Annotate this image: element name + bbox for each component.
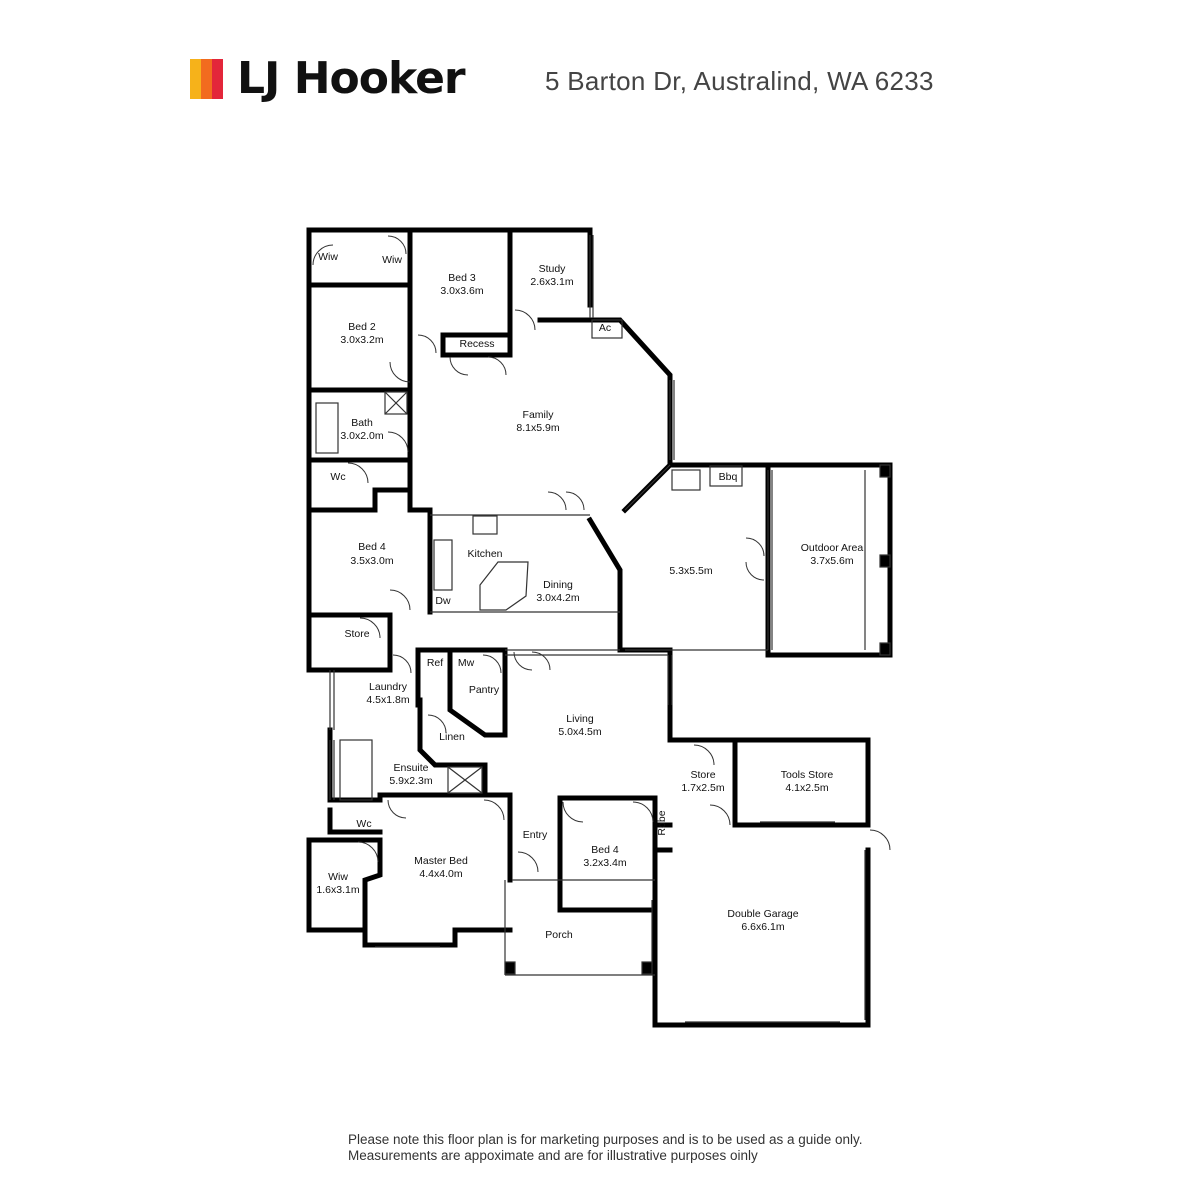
room-study-name: Study <box>539 263 567 275</box>
interior-lines <box>315 235 891 1023</box>
room-store-right-name: Store <box>690 769 715 781</box>
room-bed4-upper-name: Bed 4 <box>358 541 386 553</box>
room-master-bed-dims: 4.4x4.0m <box>419 868 462 880</box>
room-ensuite-dims: 5.9x2.3m <box>389 775 432 787</box>
brand-logo: LJ Hooker <box>190 53 466 104</box>
room-outdoor-name: Outdoor Area <box>801 542 864 554</box>
disclaimer-line-2: Measurements are appoximate and are for … <box>348 1148 758 1163</box>
logo-bar-red <box>212 59 223 99</box>
logo-bar-orange <box>201 59 212 99</box>
room-wiw-left-name: Wiw <box>318 251 338 263</box>
disclaimer: Please note this floor plan is for marke… <box>348 1132 863 1164</box>
room-bbq-name: Bbq <box>719 471 738 483</box>
room-wiw-lower-dims: 1.6x3.1m <box>316 884 359 896</box>
room-family-dims: 8.1x5.9m <box>516 422 559 434</box>
room-store-left-name: Store <box>344 628 369 640</box>
room-bed3-name: Bed 3 <box>448 272 476 284</box>
room-living-dims: 5.0x4.5m <box>558 726 601 738</box>
room-tools-store-dims: 4.1x2.5m <box>785 782 828 794</box>
room-study-dims: 2.6x3.1m <box>530 276 573 288</box>
room-dw-name: Dw <box>435 595 451 607</box>
room-bed4-lower-dims: 3.2x3.4m <box>583 857 626 869</box>
room-mw-name: Mw <box>458 657 475 669</box>
room-wc-lower-name: Wc <box>356 818 371 830</box>
room-entry-name: Entry <box>523 829 548 841</box>
room-tools-store-name: Tools Store <box>781 769 834 781</box>
room-labels: Wiw Wiw Bed 3 3.0x3.6m Study 2.6x3.1m Ac… <box>316 251 863 941</box>
room-family-name: Family <box>523 409 555 421</box>
room-laundry-name: Laundry <box>369 681 408 693</box>
room-double-garage-dims: 6.6x6.1m <box>741 921 784 933</box>
room-kitchen-name: Kitchen <box>467 548 502 560</box>
room-pantry-name: Pantry <box>469 684 500 696</box>
brand-name: LJ Hooker <box>237 53 466 104</box>
room-bed2-name: Bed 2 <box>348 321 376 333</box>
room-wc-upper-name: Wc <box>330 471 345 483</box>
room-laundry-dims: 4.5x1.8m <box>366 694 409 706</box>
room-recess-name: Recess <box>459 338 494 350</box>
room-bath-dims: 3.0x2.0m <box>340 430 383 442</box>
room-alfresco-dims: 5.3x5.5m <box>669 565 712 577</box>
room-master-bed-name: Master Bed <box>414 855 468 867</box>
room-wiw-mid-name: Wiw <box>382 254 402 266</box>
room-ref-name: Ref <box>427 657 443 669</box>
door-swings <box>312 235 891 873</box>
logo-mark-icon <box>190 59 223 99</box>
room-linen-name: Linen <box>439 731 465 743</box>
room-ensuite-name: Ensuite <box>393 762 428 774</box>
logo-bar-yellow <box>190 59 201 99</box>
room-dining-name: Dining <box>543 579 573 591</box>
room-bed4-lower-name: Bed 4 <box>591 844 619 856</box>
room-living-name: Living <box>566 713 594 725</box>
room-porch-name: Porch <box>545 929 573 941</box>
room-outdoor-dims: 3.7x5.6m <box>810 555 853 567</box>
room-store-right-dims: 1.7x2.5m <box>681 782 724 794</box>
disclaimer-line-1: Please note this floor plan is for marke… <box>348 1132 863 1147</box>
room-robe-name: Robe <box>656 810 668 835</box>
room-bed2-dims: 3.0x3.2m <box>340 334 383 346</box>
room-bed3-dims: 3.0x3.6m <box>440 285 483 297</box>
room-dining-dims: 3.0x4.2m <box>536 592 579 604</box>
room-bed4-upper-dims: 3.5x3.0m <box>350 555 393 567</box>
room-ac-name: Ac <box>599 322 611 334</box>
room-bath-name: Bath <box>351 417 373 429</box>
exterior-walls <box>306 227 893 1028</box>
room-wiw-lower-name: Wiw <box>328 871 348 883</box>
room-double-garage-name: Double Garage <box>727 908 798 920</box>
property-address: 5 Barton Dr, Australind, WA 6233 <box>545 66 934 96</box>
